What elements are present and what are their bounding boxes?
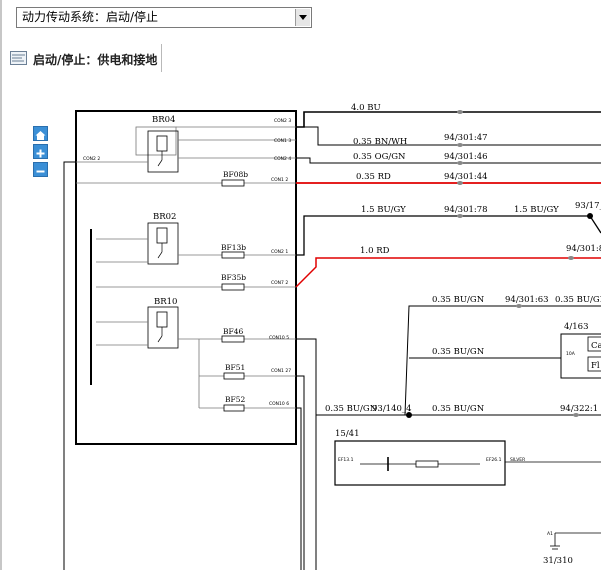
pin-label: CON2 1 <box>271 249 288 255</box>
fuse-label-bf51: BF51 <box>225 363 245 372</box>
fuse-bf35b <box>221 283 245 291</box>
zoom-out-button[interactable] <box>33 162 48 177</box>
pin-label: CON10 5 <box>269 335 289 341</box>
fuse-bf51 <box>223 372 245 380</box>
relay-fuse-box <box>75 110 297 445</box>
component-label: 15/41 <box>335 429 360 439</box>
pin-mark: EF13.1 <box>338 457 354 463</box>
pin-label: CON2 4 <box>274 156 291 162</box>
connector-label: 94/301:63 <box>505 295 549 305</box>
connector-label: 93/140_4 <box>372 404 412 414</box>
pin-label: CON2 2 <box>83 156 100 162</box>
zoom-home-button[interactable] <box>33 126 48 141</box>
zoom-in-button[interactable] <box>33 144 48 159</box>
wire-label: 0.35 BU/GN <box>325 404 378 414</box>
wire-label: 0.35 BN/WH <box>353 137 407 147</box>
relay-br04 <box>147 130 179 173</box>
wire-label: 0.35 BU/GN <box>432 347 485 357</box>
wire-label: 0.35 RD <box>356 172 391 182</box>
fuse-label-bf46: BF46 <box>223 327 243 336</box>
pin-label: CON10 6 <box>269 401 289 407</box>
module-label-br10: BR10 <box>154 297 177 307</box>
wire-label: 1.5 BU/GY <box>361 205 406 215</box>
wire-label: 0.35 BU/GN <box>432 295 485 305</box>
pin-label: CON2 3 <box>274 118 291 124</box>
component-15-41 <box>334 440 506 486</box>
minus-icon <box>36 170 45 173</box>
connector-label: 94/301:8 <box>566 244 601 254</box>
component-label: 31/310 <box>543 556 573 566</box>
fuse-label-bf08b: BF08b <box>223 170 248 179</box>
connector-label: 94/301:46 <box>444 152 488 162</box>
fuse-label-bf13b: BF13b <box>221 243 246 252</box>
chevron-down-icon[interactable] <box>295 9 310 26</box>
pin-mark: SILVER <box>510 457 525 463</box>
splice-point <box>406 412 412 418</box>
pin-label: CON7 2 <box>271 280 288 286</box>
connector-markers <box>457 110 593 260</box>
pin-label: CON1 3 <box>274 138 291 144</box>
wire-label: 0.35 BU/GN <box>432 404 485 414</box>
wire-label: 4.0 BU <box>351 103 381 113</box>
relay-br04-frame <box>135 126 177 156</box>
fuse-label-bf35b: BF35b <box>221 273 246 282</box>
connector-label: 94/322:1 <box>560 404 598 414</box>
left-border <box>0 0 2 570</box>
section-title: 启动/停止：供电和接地 <box>33 53 158 67</box>
pin-mark: A1 <box>547 531 553 537</box>
wire-label: 1.0 RD <box>360 246 390 256</box>
fuse-bf08b <box>221 179 245 187</box>
pin-mark: EF26.1 <box>486 457 502 463</box>
fuse-bf46 <box>221 335 245 343</box>
wire-label: 1.5 BU/GY <box>514 205 559 215</box>
box-text: Ca <box>591 341 601 351</box>
fuse-bf13b <box>221 251 245 259</box>
system-select-value: 动力传动系统：启动/停止 <box>22 10 159 24</box>
section-header: 启动/停止：供电和接地 <box>10 44 162 72</box>
box-text: Fl <box>591 361 600 371</box>
fuse-label-bf52: BF52 <box>225 395 245 404</box>
component-label: 4/163 <box>564 322 589 332</box>
system-select[interactable]: 动力传动系统：启动/停止 <box>16 7 312 28</box>
connector-label: 94/301:44 <box>444 172 488 182</box>
connector-label: 93/17_ <box>575 201 601 211</box>
component-4-163 <box>560 333 601 379</box>
module-label-br02: BR02 <box>153 212 176 222</box>
connector-label: 94/301:78 <box>444 205 488 215</box>
box-text: 10A <box>566 351 576 357</box>
diagram-icon <box>10 51 27 65</box>
pin-label: CON1 2 <box>271 177 288 183</box>
relay-br10 <box>147 306 179 349</box>
relay-br02 <box>147 222 179 265</box>
fuse-bf52 <box>223 404 245 412</box>
connector-label: 94/301:47 <box>444 133 488 143</box>
plus-icon <box>36 149 45 158</box>
wire-label: 0.35 OG/GN <box>353 152 406 162</box>
home-icon <box>35 131 46 140</box>
pin-label: CON1 27 <box>271 368 291 374</box>
wire-label: 0.35 BU/GN <box>555 295 601 305</box>
module-label-br04: BR04 <box>152 115 175 125</box>
